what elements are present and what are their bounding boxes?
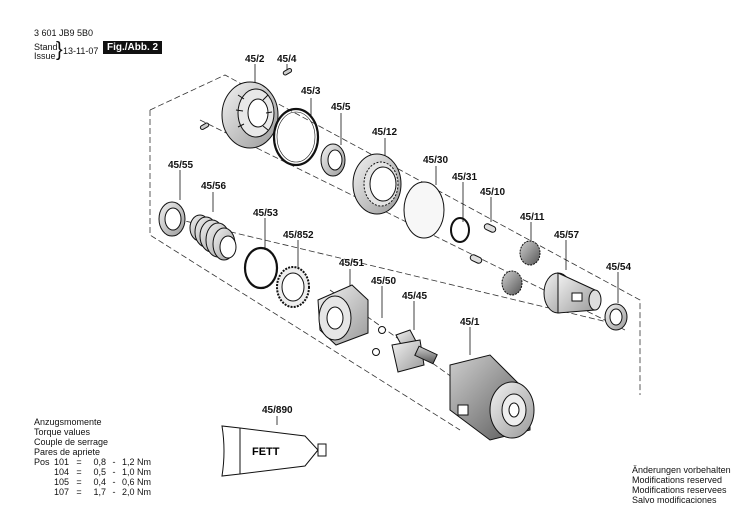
part-45-31-ring <box>450 217 470 243</box>
torque-row: 107 = 1,7 - 2,0 Nm <box>34 487 151 497</box>
torque-pos: 104 <box>54 467 70 477</box>
part-45-5-bearing <box>320 143 346 177</box>
torque-eq: = <box>76 477 82 487</box>
part-45-55-washer <box>158 201 186 237</box>
label-45-10: 45/10 <box>480 187 505 198</box>
torque-max: 1,2 Nm <box>122 457 152 467</box>
label-45-12: 45/12 <box>372 127 397 138</box>
label-45-45: 45/45 <box>402 291 427 302</box>
part-45-30-disc <box>403 181 445 239</box>
torque-title-fr: Couple de serrage <box>34 437 109 447</box>
label-45-11: 45/11 <box>520 212 545 223</box>
label-45-4: 45/4 <box>277 54 297 65</box>
torque-min: 0,5 <box>93 467 106 477</box>
part-45-10-pin-2 <box>469 254 483 264</box>
label-45-3: 45/3 <box>301 86 321 97</box>
torque-pos: 101 <box>54 457 70 467</box>
stand-label: Stand <box>34 42 58 52</box>
part-45-4-pin-2 <box>199 122 210 130</box>
footer-notes: Änderungen vorbehalten Modifications res… <box>632 465 731 505</box>
label-45-2: 45/2 <box>245 54 265 65</box>
part-45-4-pin <box>282 68 293 76</box>
label-45-852: 45/852 <box>283 230 314 241</box>
torque-dash: - <box>112 457 116 467</box>
torque-title-en: Torque values <box>34 427 91 437</box>
issue-date: 13-11-07 <box>63 46 99 56</box>
torque-min: 0,8 <box>93 457 106 467</box>
label-45-53: 45/53 <box>253 208 278 219</box>
footer-line-de: Änderungen vorbehalten <box>632 465 731 475</box>
torque-row: 105 = 0,4 - 0,6 Nm <box>34 477 151 487</box>
part-45-57-spindle <box>543 272 602 314</box>
part-45-51-hammer <box>317 284 369 346</box>
label-45-50: 45/50 <box>371 276 396 287</box>
label-45-55: 45/55 <box>168 160 193 171</box>
part-45-2-cover <box>221 81 279 149</box>
part-45-54-ring <box>604 303 628 331</box>
torque-eq: = <box>76 457 82 467</box>
part-45-56-spring <box>189 214 237 261</box>
footer-line-es: Salvo modificaciones <box>632 495 717 505</box>
label-45-31: 45/31 <box>452 172 477 183</box>
part-45-50-ball <box>378 326 386 334</box>
label-45-890: 45/890 <box>262 405 293 416</box>
torque-row: Pos 101 = 0,8 - 1,2 Nm <box>34 457 151 467</box>
tube-label: FETT <box>252 446 280 458</box>
label-45-5: 45/5 <box>331 102 351 113</box>
torque-eq: = <box>76 467 82 477</box>
label-45-30: 45/30 <box>423 155 448 166</box>
part-45-11-planet-gear <box>501 240 541 296</box>
torque-pos: 107 <box>54 487 70 497</box>
label-45-57: 45/57 <box>554 230 579 241</box>
part-labels: 45/2 45/4 45/3 45/5 45/12 45/30 45/31 45… <box>168 54 631 416</box>
doc-number: 3 601 JB9 5B0 <box>34 28 94 38</box>
torque-eq: = <box>76 487 82 497</box>
torque-block: Anzugsmomente Torque values Couple de se… <box>34 417 151 497</box>
torque-title-de: Anzugsmomente <box>34 417 102 427</box>
torque-pos-label: Pos <box>34 457 50 467</box>
footer-line-en: Modifications reserved <box>632 475 723 485</box>
part-45-12-ring-gear <box>352 153 402 215</box>
torque-row: 104 = 0,5 - 1,0 Nm <box>34 467 151 477</box>
torque-pos: 105 <box>54 477 70 487</box>
torque-dash: - <box>112 477 116 487</box>
torque-max: 1,0 Nm <box>122 467 152 477</box>
part-45-53-ring <box>243 246 279 290</box>
torque-dash: - <box>112 467 116 477</box>
part-45-50-ball-2 <box>372 348 380 356</box>
issue-label: Issue <box>34 51 56 61</box>
label-45-54: 45/54 <box>606 262 631 273</box>
label-45-56: 45/56 <box>201 181 226 192</box>
torque-min: 1,7 <box>93 487 106 497</box>
part-45-852-ball-cage <box>276 266 310 308</box>
figure-label: Fig./Abb. 2 <box>103 41 163 54</box>
part-45-890-grease-tube <box>221 425 327 477</box>
part-45-45-anvil <box>391 329 438 373</box>
part-45-10-pin <box>483 223 497 233</box>
footer-line-fr: Modifications reservees <box>632 485 727 495</box>
torque-max: 0,6 Nm <box>122 477 152 487</box>
torque-title-es: Pares de apriete <box>34 447 101 457</box>
label-45-51: 45/51 <box>339 258 364 269</box>
torque-dash: - <box>112 487 116 497</box>
torque-min: 0,4 <box>93 477 106 487</box>
torque-max: 2,0 Nm <box>122 487 152 497</box>
label-45-1: 45/1 <box>460 317 480 328</box>
part-45-1-housing <box>449 354 535 441</box>
brace-icon: } <box>56 39 63 61</box>
part-45-3-oring <box>272 107 320 167</box>
